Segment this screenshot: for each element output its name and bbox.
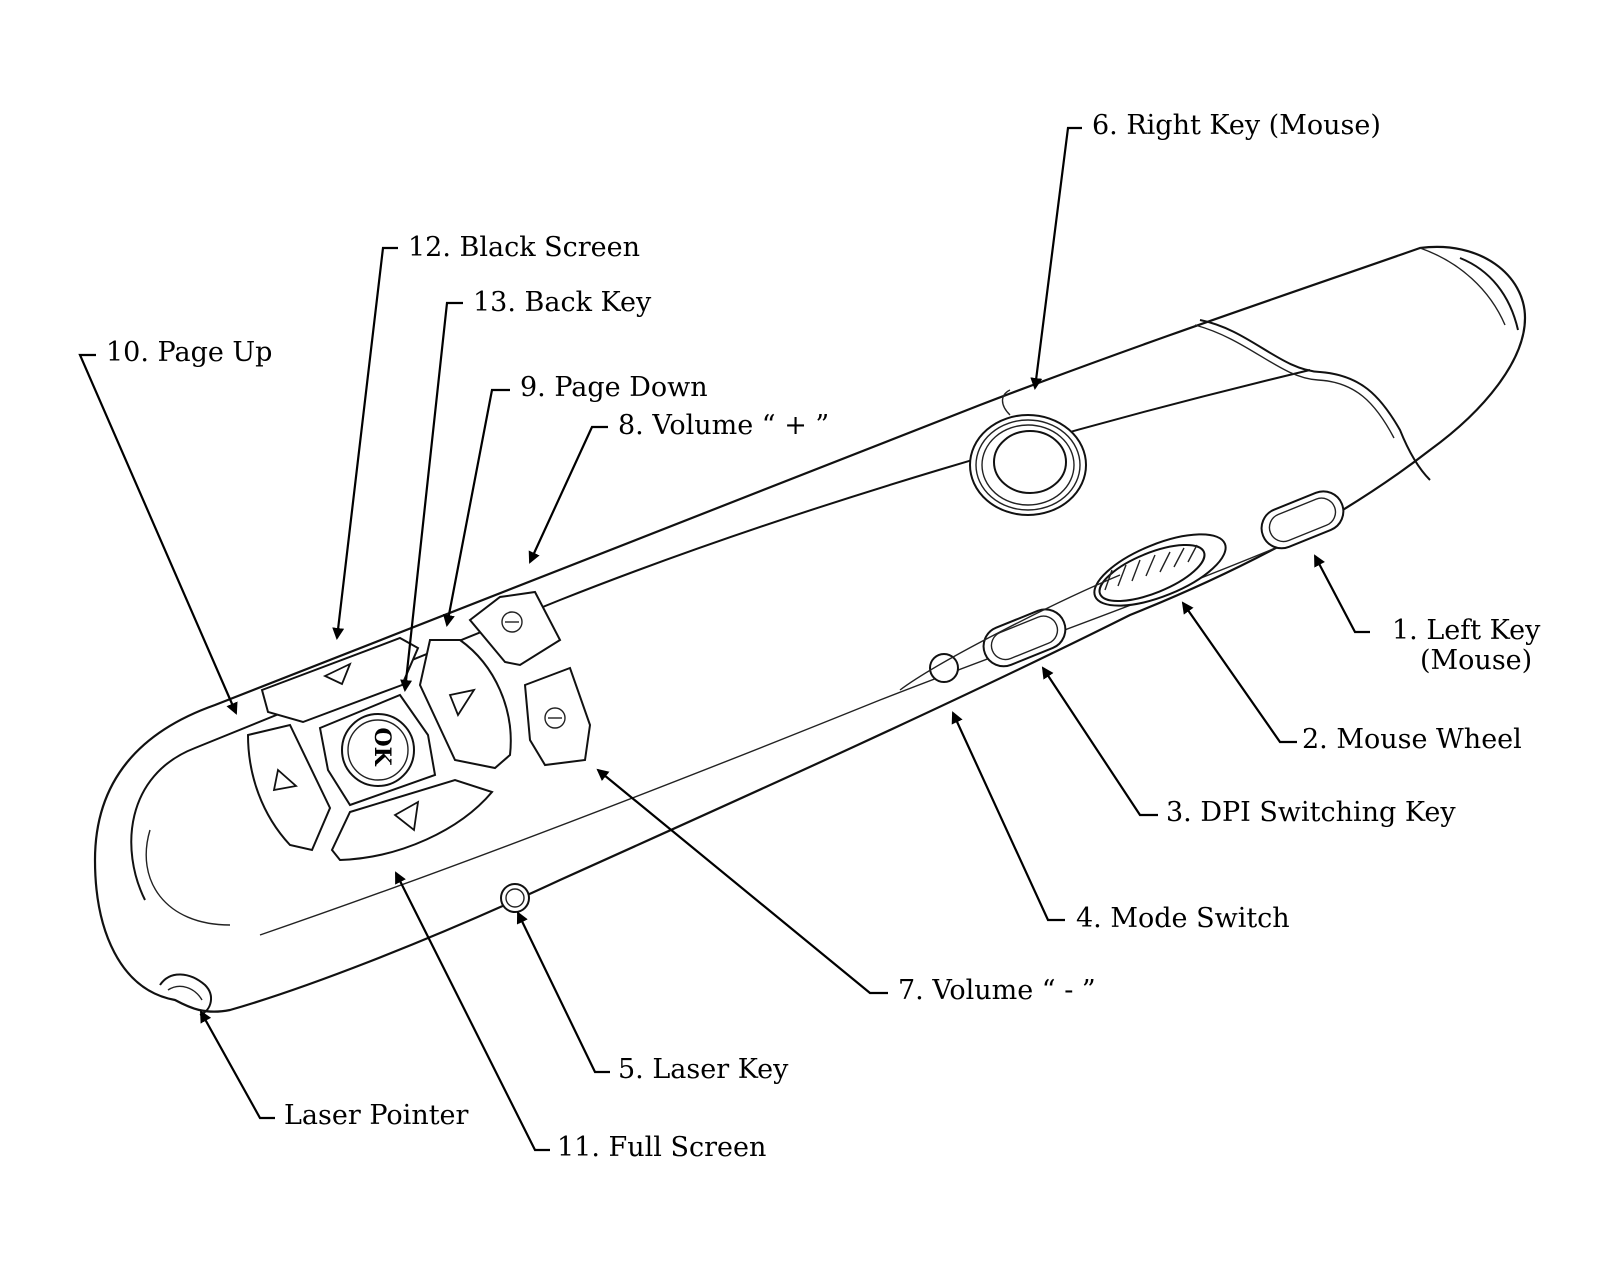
- label-back-key: 13. Back Key: [473, 287, 652, 318]
- ok-key[interactable]: [318, 693, 437, 807]
- volume-down-key[interactable]: [523, 666, 592, 767]
- label-dpi-key: 3. DPI Switching Key: [1166, 797, 1456, 828]
- label-black-screen: 12. Black Screen: [408, 232, 641, 263]
- remote-body: [93, 245, 1527, 1016]
- label-page-up: 10. Page Up: [106, 337, 273, 368]
- label-volume-down: 7. Volume “ - ”: [898, 975, 1096, 1006]
- dpi-switching-key[interactable]: [978, 603, 1072, 672]
- label-mode-switch: 4. Mode Switch: [1076, 903, 1290, 934]
- right-key-button[interactable]: [969, 389, 1087, 516]
- volume-up-key[interactable]: [468, 590, 562, 667]
- label-page-down: 9. Page Down: [520, 372, 708, 403]
- ok-key-text: OK: [368, 727, 395, 766]
- label-laser-pointer: Laser Pointer: [284, 1100, 469, 1131]
- dpad-cluster: [246, 590, 592, 862]
- left-key-button[interactable]: [1256, 485, 1350, 554]
- page-up-key[interactable]: [246, 723, 332, 852]
- mode-switch[interactable]: [899, 574, 1121, 691]
- full-screen-key[interactable]: [330, 778, 494, 862]
- label-right-key: 6. Right Key (Mouse): [1092, 110, 1381, 141]
- label-left-key-sub: (Mouse): [1420, 645, 1533, 676]
- laser-key-button[interactable]: [500, 883, 530, 913]
- label-full-screen: 11. Full Screen: [557, 1132, 767, 1163]
- leader-lines: [78, 126, 1370, 1152]
- label-mouse-wheel: 2. Mouse Wheel: [1302, 724, 1522, 755]
- label-volume-up: 8. Volume “ + ”: [618, 410, 830, 441]
- label-left-key: 1. Left Key: [1392, 615, 1541, 646]
- label-laser-key: 5. Laser Key: [618, 1054, 789, 1085]
- page-down-key[interactable]: [418, 639, 512, 770]
